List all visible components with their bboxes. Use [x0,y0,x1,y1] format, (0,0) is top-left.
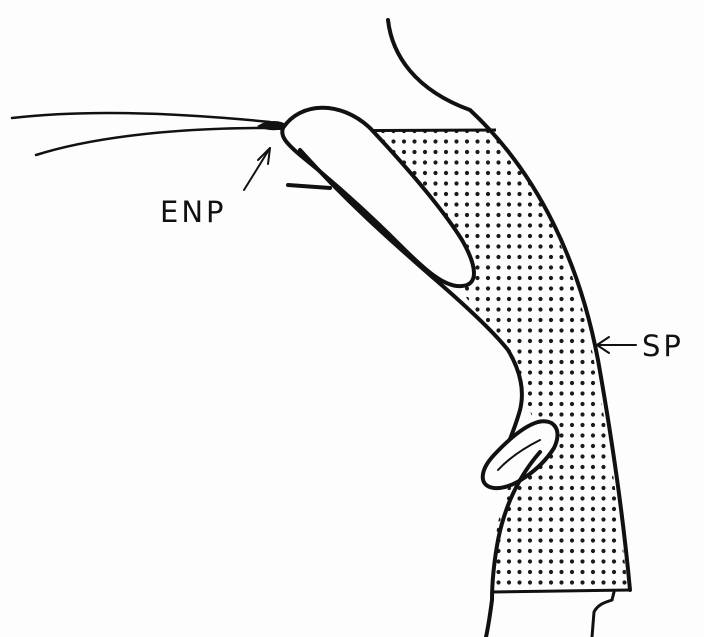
bottom-notch [592,592,614,637]
bottom-boundary-line [492,590,630,592]
small-spur [288,185,330,188]
sp-label: SP [642,329,684,363]
sp-arrow [597,337,636,353]
enp-label: ENP [160,195,227,229]
enp-arrow [244,148,270,190]
lower-thin-line [36,128,285,155]
upper-thin-line [12,113,285,128]
